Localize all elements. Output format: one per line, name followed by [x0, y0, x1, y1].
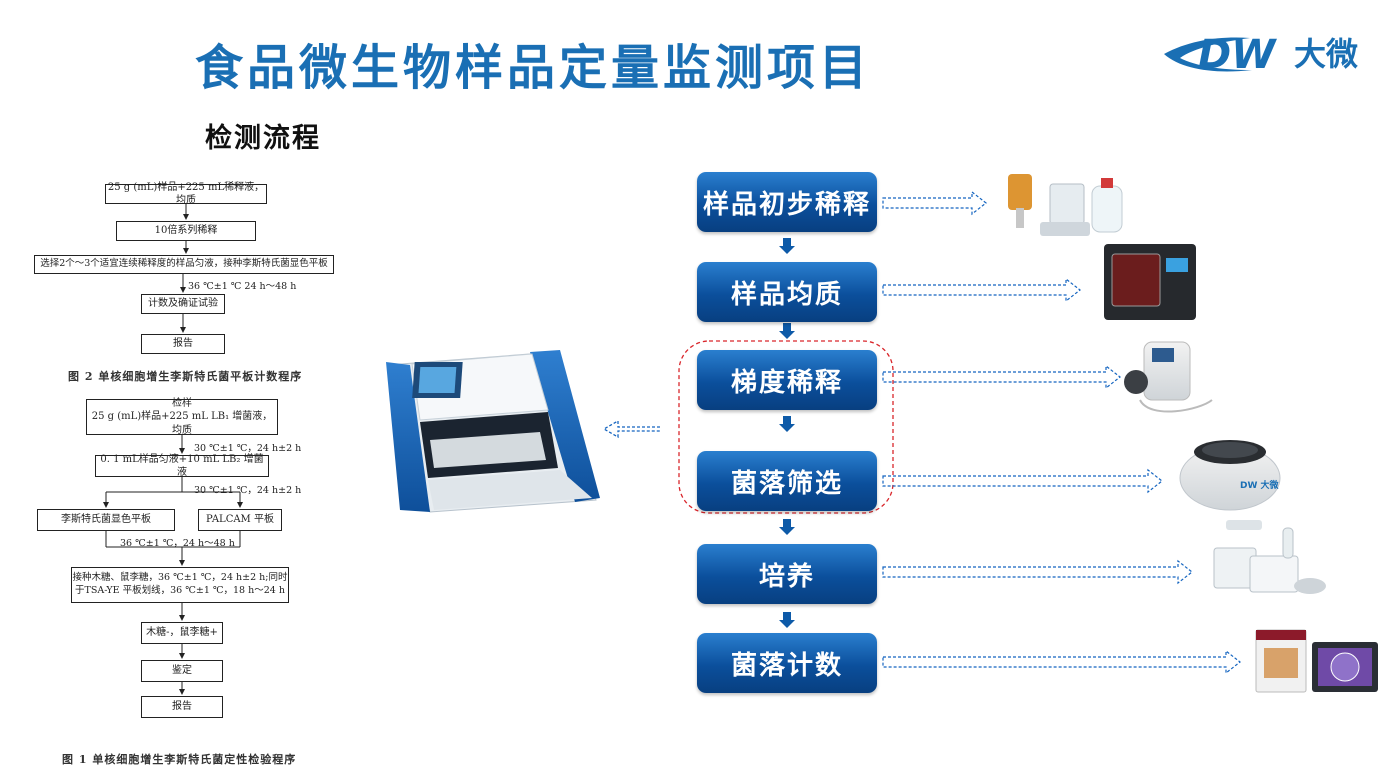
flow-condition: 36 ℃±1 ℃，24 h～48 h — [120, 538, 235, 549]
equipment-pump — [1124, 341, 1213, 413]
flow-box: 鉴定 — [141, 660, 223, 682]
step-homogenize: 样品均质 — [697, 262, 877, 322]
equipment-arrows — [882, 190, 1241, 675]
flow-box-sample: 检样 25 g (mL)样品+225 mL LB₁ 增菌液，均质 — [86, 397, 278, 436]
flow-box: PALCAM 平板 — [198, 509, 282, 531]
logo-brand: DW — [1198, 32, 1277, 78]
step-culture: 培养 — [697, 544, 877, 604]
device-logo-text: DW 大微 — [1240, 479, 1280, 491]
brand-logo: DW 大微 — [1160, 18, 1380, 80]
flow-box: 木糖-，鼠李糖+ — [141, 622, 223, 644]
flow-box: 选择2个～3个适宜连续稀释度的样品匀液，接种李斯特氏菌显色平板 — [34, 255, 334, 274]
flow-condition: 30 ℃±1 ℃，24 h±2 h — [194, 485, 302, 496]
step-connectors — [779, 238, 795, 628]
flow-box: 报告 — [141, 334, 225, 354]
flow-box: 李斯特氏菌显色平板 — [37, 509, 175, 531]
flow-text: 25 g (mL)样品+225 mL LB₁ 增菌液，均质 — [91, 411, 273, 436]
flow-box: 计数及确证试验 — [141, 294, 225, 314]
highlight-group — [678, 340, 894, 514]
instrument-image — [386, 350, 600, 513]
arrow-to-instrument — [602, 419, 660, 439]
step-colony-screening: 菌落筛选 — [697, 451, 877, 511]
flow-text: 接种木糖、鼠李糖，36 ℃±1 ℃，24 h±2 h;同时 — [72, 572, 288, 584]
flow-connectors-qual — [103, 435, 243, 695]
flow-text: 检样 — [172, 397, 192, 409]
equipment-dilution — [1008, 174, 1123, 236]
equipment-screener: DW 大微 — [1179, 440, 1281, 511]
flow-box-inoculate: 接种木糖、鼠李糖，36 ℃±1 ℃，24 h±2 h;同时 于TSA-YE 平板… — [71, 567, 289, 603]
flow-connectors-quant — [180, 204, 189, 333]
step-initial-dilution: 样品初步稀释 — [697, 172, 877, 232]
flow-box: 10倍系列稀释 — [116, 221, 256, 241]
flow-box: 25 g (mL)样品+225 mL稀释液，均质 — [105, 182, 267, 206]
logo-name: 大微 — [1294, 35, 1358, 73]
step-colony-count: 菌落计数 — [697, 633, 877, 693]
figure-caption: 图 1 单核细胞增生李斯特氏菌定性检验程序 — [62, 753, 297, 766]
flow-condition: 30 ℃±1 ℃，24 h±2 h — [194, 443, 302, 454]
equipment-counter — [1255, 629, 1378, 693]
flow-text: 于TSA-YE 平板划线，36 ℃±1 ℃，18 h～24 h — [75, 585, 285, 596]
flow-box: 0. 1 mL样品匀液+10 mL LB₂ 增菌液 — [95, 454, 269, 478]
page-title: 食品微生物样品定量监测项目 — [195, 40, 872, 96]
step-gradient-dilution: 梯度稀释 — [697, 350, 877, 410]
flow-condition: 36 ℃±1 ℃ 24 h～48 h — [188, 281, 297, 292]
section-subtitle: 检测流程 — [205, 123, 321, 154]
equipment-culture — [1213, 520, 1326, 594]
flow-box: 报告 — [141, 696, 223, 718]
equipment-homogenizer — [1104, 244, 1196, 320]
figure-caption: 图 2 单核细胞增生李斯特氏菌平板计数程序 — [68, 370, 303, 383]
